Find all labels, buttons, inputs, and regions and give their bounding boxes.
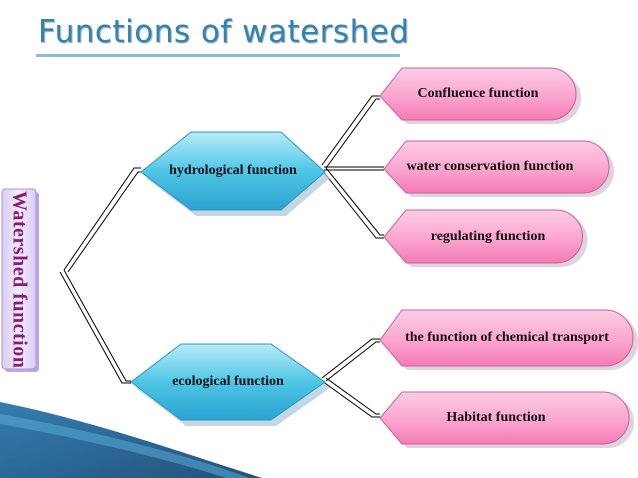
connectors bbox=[59, 95, 384, 418]
root-box bbox=[1, 188, 39, 372]
hexagon-ecological bbox=[130, 343, 330, 426]
corner-swoosh bbox=[0, 402, 262, 478]
branch-label-hydrological: hydrological function bbox=[169, 163, 297, 178]
leaf-label-chemical-transport: the function of chemical transport bbox=[405, 330, 609, 345]
leaf-shape-water-conservation bbox=[383, 140, 614, 197]
leaf-shape-chemical-transport bbox=[379, 309, 638, 370]
page-title: Functions of watershed bbox=[38, 14, 410, 50]
leaf-shape-regulating bbox=[383, 209, 588, 267]
leaf-shape-confluence bbox=[379, 67, 581, 124]
root-node: Watershed function bbox=[2, 190, 36, 370]
leaf-label-confluence: Confluence function bbox=[417, 86, 539, 101]
leaf-label-habitat: Habitat function bbox=[446, 410, 546, 425]
leaf-label-regulating: regulating function bbox=[430, 228, 546, 244]
title-underline bbox=[36, 54, 400, 57]
leaf-shape-habitat bbox=[379, 391, 634, 448]
leaf-label-water-conservation: water conservation function bbox=[406, 159, 574, 174]
hexagon-hydrological bbox=[140, 131, 330, 216]
root-label: Watershed function bbox=[8, 191, 31, 369]
branch-label-ecological: ecological function bbox=[172, 374, 284, 389]
